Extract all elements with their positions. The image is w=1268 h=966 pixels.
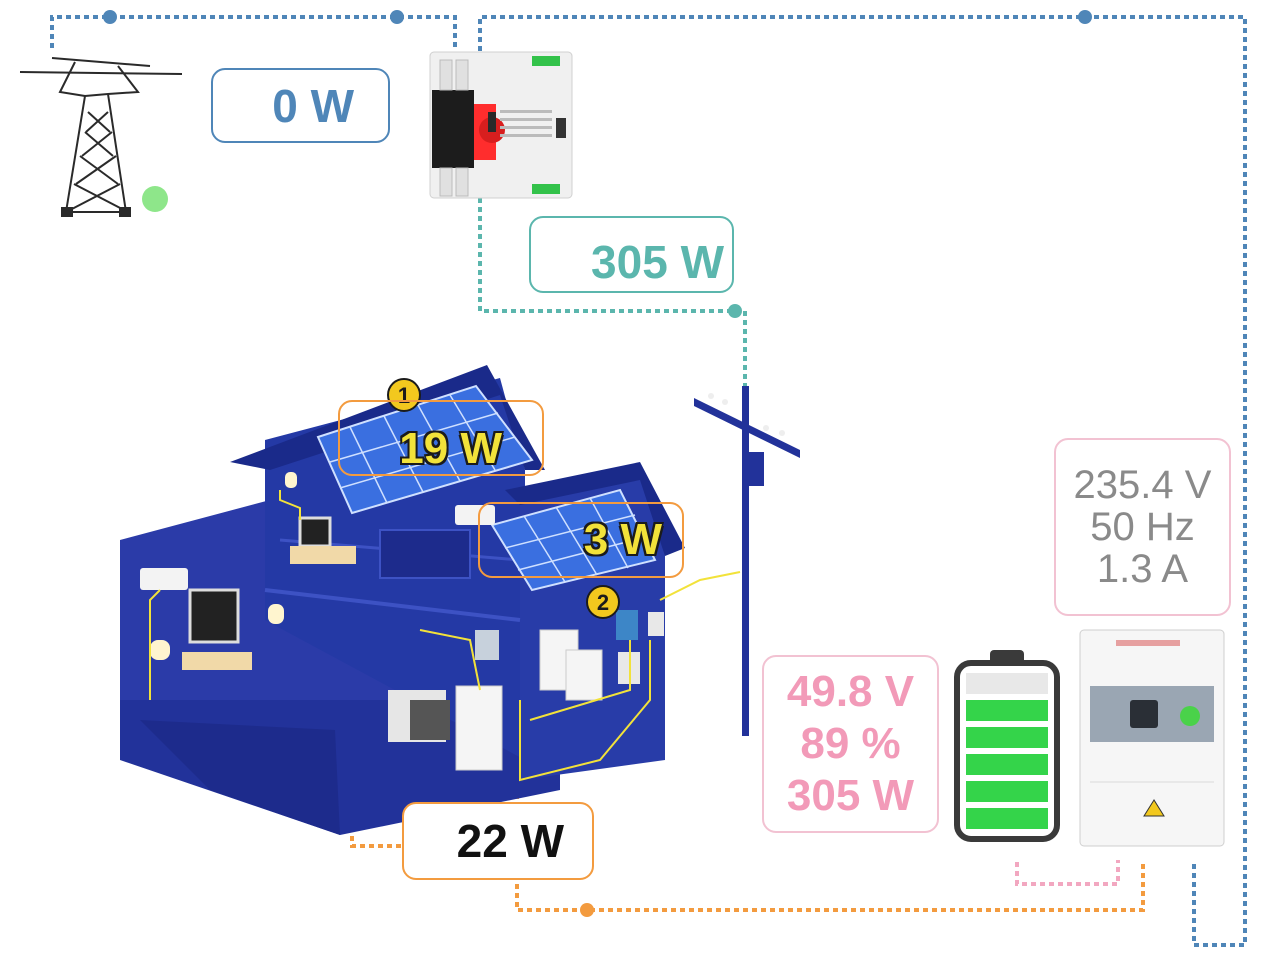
battery-level-bars: [966, 673, 1048, 829]
battery-soc-value: 89 %: [800, 719, 901, 768]
utility-pole-icon: [694, 386, 800, 736]
pv-badge-2: 2: [586, 585, 620, 619]
solar-panel-icon: [490, 488, 657, 592]
load-flow-power-value: 305 W: [591, 236, 724, 288]
load-flow-dot: [728, 304, 742, 318]
battery-level-bar: [966, 781, 1048, 802]
grid-power-box: 0 W: [211, 68, 390, 143]
battery-power-value: 305 W: [786, 771, 915, 820]
pv-badge-2-label: 2: [597, 590, 609, 615]
inverter-frequency-value: 50 Hz: [1090, 505, 1195, 549]
grid-power-value: 0 W: [272, 79, 354, 132]
battery-icon: [954, 650, 1060, 842]
pv1-power-box: 19 W: [338, 400, 544, 476]
battery-flow-line: [1015, 860, 1120, 886]
battery-level-bar: [966, 673, 1048, 694]
grid-flow-dot: [1078, 10, 1092, 24]
grid-flow-dot: [390, 10, 404, 24]
transfer-switch-icon: [429, 51, 573, 199]
transmission-tower-icon: [19, 57, 183, 217]
battery-level-bar: [966, 808, 1048, 829]
grid-flow-line: [50, 15, 1247, 947]
inverter-current-value: 1.3 A: [1096, 547, 1189, 591]
battery-status-box: 49.8 V 89 % 305 W: [762, 655, 939, 833]
grid-flow-dot: [103, 10, 117, 24]
pv-flow-dot: [580, 903, 594, 917]
pv2-power-value: 3 W: [583, 515, 662, 564]
inverter-status-indicator: [1180, 706, 1200, 726]
house-load-power-value: 22 W: [456, 815, 564, 867]
battery-level-bar: [966, 700, 1048, 721]
inverter-icon: [1079, 629, 1225, 847]
load-flow-power-box: 305 W: [529, 216, 734, 293]
house-illustration: [120, 365, 741, 835]
load-flow-line: [478, 198, 747, 390]
battery-level-bar: [966, 727, 1048, 748]
house-load-power-box: 22 W: [402, 802, 594, 880]
battery-voltage-value: 49.8 V: [786, 667, 915, 716]
pv1-power-value: 19 W: [399, 424, 502, 473]
grid-status-indicator: [142, 186, 168, 212]
inverter-voltage-value: 235.4 V: [1073, 463, 1212, 507]
inverter-status-box: 235.4 V 50 Hz 1.3 A: [1054, 438, 1231, 616]
pv2-power-box: 3 W: [478, 502, 684, 578]
battery-level-bar: [966, 754, 1048, 775]
